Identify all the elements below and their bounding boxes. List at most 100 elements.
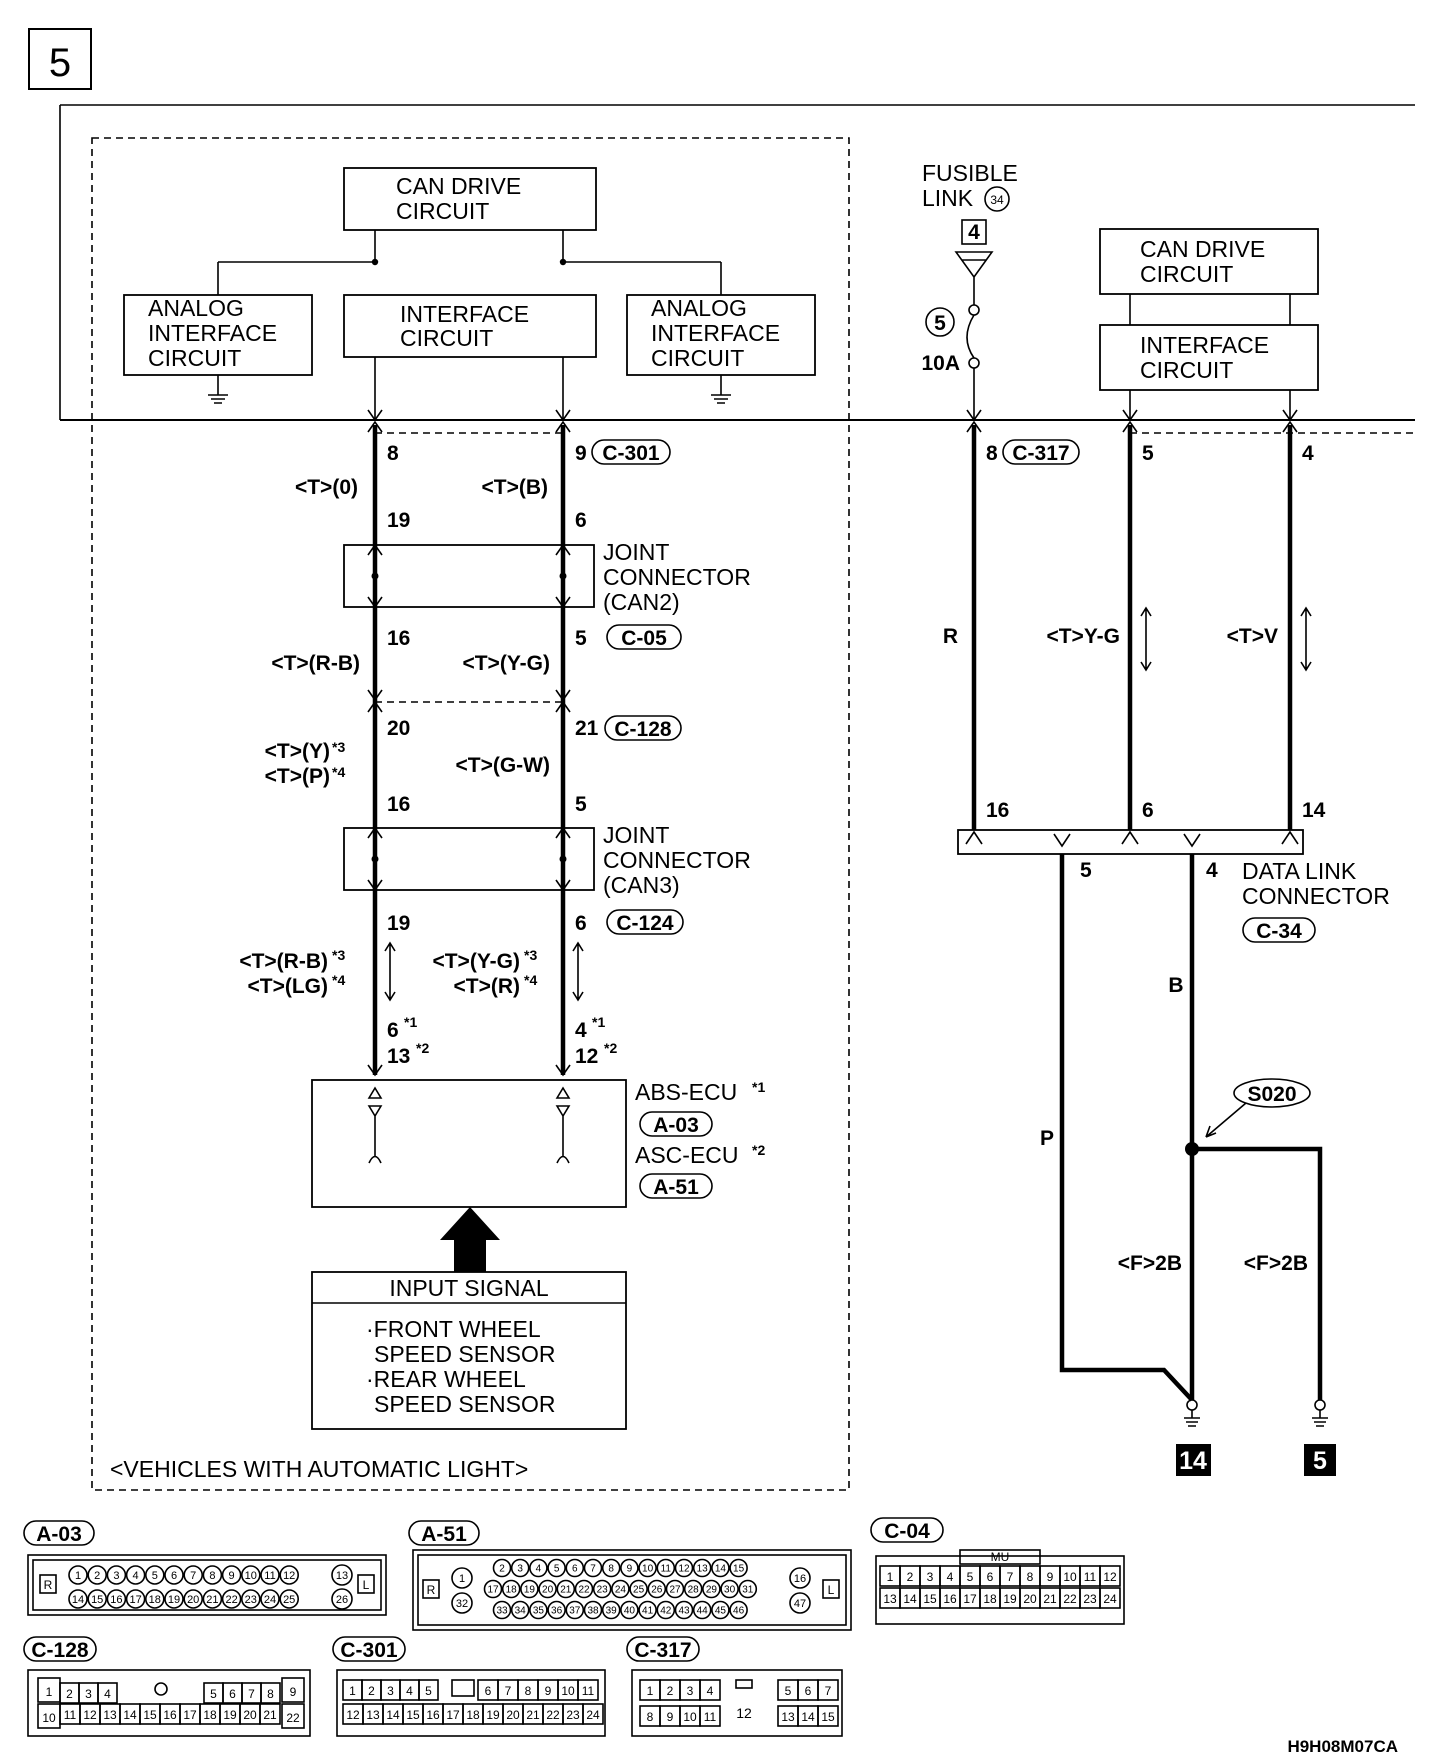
pin-number: 1 bbox=[459, 1573, 465, 1585]
pin-number: 7 bbox=[190, 1570, 196, 1582]
splice-tag-s020: S020 bbox=[1205, 1078, 1311, 1138]
svg-text:14: 14 bbox=[1179, 1447, 1207, 1475]
svg-text:<T>(LG): <T>(LG) bbox=[247, 975, 328, 998]
pin-24 bbox=[1099, 1587, 1121, 1609]
ground-icon bbox=[1184, 1399, 1328, 1427]
svg-text:9: 9 bbox=[575, 442, 587, 465]
pin-number: 18 bbox=[149, 1594, 161, 1606]
pin-number: 6 bbox=[229, 1687, 236, 1701]
pin-number: 4 bbox=[947, 1570, 954, 1584]
pin-number: 26 bbox=[336, 1594, 348, 1606]
pin-13 bbox=[331, 1564, 353, 1586]
pin-number: 10 bbox=[1063, 1570, 1077, 1584]
pin-8 bbox=[260, 1682, 281, 1704]
pin-40 bbox=[620, 1600, 639, 1620]
pin-number: 8 bbox=[267, 1687, 274, 1701]
pin-11 bbox=[260, 1565, 280, 1585]
svg-text:·FRONT WHEEL: ·FRONT WHEEL bbox=[366, 1316, 541, 1342]
pin-number: 12 bbox=[283, 1570, 295, 1582]
ecu-frame bbox=[59, 104, 1415, 420]
svg-text:5: 5 bbox=[575, 627, 587, 650]
pin-12 bbox=[674, 1558, 694, 1578]
pin-number: 25 bbox=[633, 1585, 645, 1596]
svg-text:12: 12 bbox=[575, 1045, 598, 1068]
analog-interface-circuit-right: ANALOG INTERFACE CIRCUIT bbox=[626, 294, 816, 376]
svg-text:S020: S020 bbox=[1247, 1083, 1296, 1106]
pin-number: 9 bbox=[1047, 1570, 1054, 1584]
pin-number: 5 bbox=[152, 1570, 158, 1582]
pin-number: 8 bbox=[525, 1684, 532, 1698]
svg-text:CIRCUIT: CIRCUIT bbox=[396, 198, 489, 224]
pin-number: 2 bbox=[499, 1564, 505, 1575]
pin-30 bbox=[720, 1579, 739, 1599]
pin-number: 21 bbox=[206, 1594, 218, 1606]
pin-number: 20 bbox=[243, 1708, 257, 1722]
pin-number: 33 bbox=[496, 1606, 508, 1617]
pin-number: 14 bbox=[903, 1592, 917, 1606]
pin-18 bbox=[501, 1579, 521, 1599]
pin-number: 5 bbox=[967, 1570, 974, 1584]
pin-7 bbox=[183, 1565, 203, 1585]
svg-text:6: 6 bbox=[575, 912, 587, 935]
pin-number: 23 bbox=[566, 1708, 580, 1722]
svg-text:C-124: C-124 bbox=[616, 912, 674, 935]
pin-13 bbox=[692, 1558, 712, 1578]
svg-text:MU: MU bbox=[991, 1550, 1010, 1564]
pin-number: 13 bbox=[781, 1710, 795, 1724]
pin-number: 32 bbox=[456, 1598, 468, 1610]
pin-number: 25 bbox=[283, 1594, 295, 1606]
svg-text:INTERFACE: INTERFACE bbox=[148, 320, 277, 346]
pin-number: 20 bbox=[1023, 1592, 1037, 1606]
pin-number: 18 bbox=[466, 1708, 480, 1722]
svg-text:<T>(B): <T>(B) bbox=[481, 476, 548, 499]
pin-5 bbox=[418, 1679, 439, 1701]
pin-number: 9 bbox=[627, 1564, 633, 1575]
pin-15 bbox=[817, 1705, 839, 1727]
pin-3 bbox=[510, 1558, 530, 1578]
pin-3 bbox=[106, 1565, 127, 1585]
joint-connector-can2: JOINT CONNECTOR (CAN2) bbox=[343, 539, 751, 615]
pin-8 bbox=[202, 1565, 223, 1585]
pin-number: 2 bbox=[907, 1570, 914, 1584]
svg-text:CONNECTOR: CONNECTOR bbox=[1242, 883, 1390, 909]
svg-text:CIRCUIT: CIRCUIT bbox=[1140, 261, 1233, 287]
input-arrow-icon bbox=[440, 1207, 500, 1272]
svg-text:12: 12 bbox=[736, 1705, 752, 1721]
svg-text:C-05: C-05 bbox=[621, 627, 667, 650]
svg-text:SPEED SENSOR: SPEED SENSOR bbox=[374, 1341, 556, 1367]
svg-text:13: 13 bbox=[387, 1045, 410, 1068]
pin-number: 23 bbox=[1083, 1592, 1097, 1606]
svg-text:10A: 10A bbox=[921, 352, 960, 375]
pin-33 bbox=[492, 1600, 512, 1620]
pin-number: 22 bbox=[578, 1585, 590, 1596]
pin-number: 3 bbox=[113, 1570, 119, 1582]
pin-number: 3 bbox=[927, 1570, 934, 1584]
svg-text:19: 19 bbox=[387, 509, 410, 532]
pin-number: 45 bbox=[715, 1606, 727, 1617]
pin-number: 13 bbox=[883, 1592, 897, 1606]
pin-number: 7 bbox=[590, 1564, 596, 1575]
pin-number: 14 bbox=[386, 1708, 400, 1722]
pin-2 bbox=[492, 1558, 512, 1578]
svg-text:ANALOG: ANALOG bbox=[651, 295, 747, 321]
pin-number: 14 bbox=[715, 1564, 727, 1575]
svg-text:C-128: C-128 bbox=[614, 718, 672, 741]
svg-text:(CAN3): (CAN3) bbox=[603, 872, 680, 898]
pin-12 bbox=[279, 1565, 300, 1585]
pin-number: 17 bbox=[183, 1708, 197, 1722]
pin-number: 38 bbox=[587, 1606, 599, 1617]
pin-number: 9 bbox=[229, 1570, 235, 1582]
pin-2 bbox=[87, 1565, 107, 1585]
svg-text:*1: *1 bbox=[404, 1014, 417, 1030]
pin-number: 40 bbox=[624, 1606, 636, 1617]
pin-number: 31 bbox=[742, 1585, 754, 1596]
svg-text:*1: *1 bbox=[592, 1014, 605, 1030]
pin-number: 9 bbox=[667, 1710, 674, 1724]
connector-tag-c124: C-124 bbox=[606, 909, 684, 935]
pin-number: 21 bbox=[560, 1585, 572, 1596]
pin-24 bbox=[611, 1579, 630, 1599]
pin-number: 37 bbox=[569, 1606, 581, 1617]
svg-text:5: 5 bbox=[575, 793, 587, 816]
